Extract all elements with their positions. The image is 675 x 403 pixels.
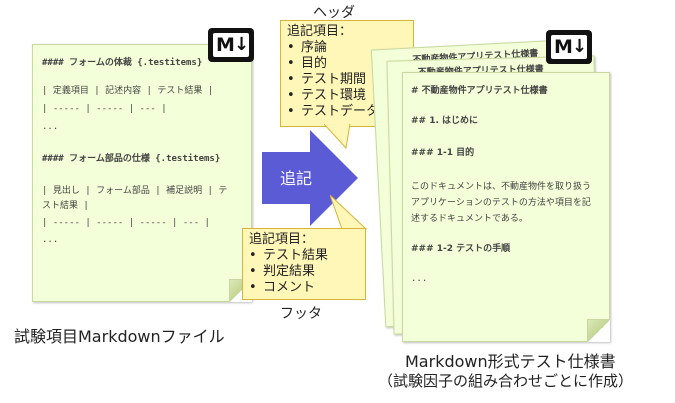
table2-header: | 見出し | フォーム部品 | 補足説明 | テ [42,186,228,196]
table2-separator: | ----- | ----- | ----- | --- | [42,218,210,228]
table1-separator: | ----- | ----- | --- | [42,104,167,114]
header-callout-title: 追記項目： [287,24,353,39]
page-fold [587,319,610,342]
subsection-steps: ### 1-2 テストの手順 [411,244,511,254]
footer-callout-title: 追記項目： [249,232,315,247]
heading-form-style: #### フォームの体裁 {.testitems} [42,58,203,68]
ellipsis: ... [42,122,59,132]
header-callout: 追記項目： 序論 目的 テスト期間 テスト環境 テストデータなど [280,20,414,127]
ellipsis: ... [42,235,59,245]
paragraph-line: 述するドキュメントである。 [411,214,528,224]
table1-header: | 定義項目 | 記述内容 | テスト結果 | [42,86,214,96]
doc-title: # 不動産物件アプリテスト仕様書 [411,86,548,96]
list-item: テスト結果 [245,248,365,264]
spec-document-front: # 不動産物件アプリテスト仕様書 ## 1. はじめに ### 1-1 目的 こ… [402,72,610,342]
append-arrow-label: 追記 [280,169,313,188]
header-callout-pointer [324,124,351,150]
section-intro: ## 1. はじめに [411,116,479,126]
ellipsis: ... [411,274,428,284]
footer-callout: 追記項目： テスト結果 判定結果 コメント [242,228,366,300]
table2-header-wrap: スト結果 | [42,201,89,211]
paragraph-line: このドキュメントは、不動産物件を取り扱う [411,182,592,192]
list-item: 目的 [283,56,413,72]
list-item: 序論 [283,40,413,56]
source-markdown-document: #### フォームの体裁 {.testitems} | 定義項目 | 記述内容 … [32,44,252,302]
list-item: コメント [245,280,365,296]
spec-caption-line1: Markdown形式テスト仕様書 [405,352,616,371]
markdown-logo-icon: M↓ [546,30,592,64]
header-label: ヘッダ [313,5,355,21]
list-item: テスト環境 [283,88,413,104]
heading-form-parts: #### フォーム部品の仕様 {.testitems} [42,154,221,164]
list-item: 判定結果 [245,264,365,280]
spec-caption-line2: （試験因子の組み合わせごとに作成） [378,372,634,390]
paragraph-line: アプリケーションのテストの方法や項目を記 [411,198,591,208]
subsection-purpose: ### 1-1 目的 [411,148,475,158]
header-callout-list: 序論 目的 テスト期間 テスト環境 テストデータなど [281,40,413,120]
footer-callout-pointer [330,195,368,230]
markdown-logo-icon: M↓ [208,28,254,62]
source-caption: 試験項目Markdownファイル [14,327,225,346]
footer-callout-list: テスト結果 判定結果 コメント [243,248,365,296]
footer-label: フッタ [280,306,322,322]
list-item: テスト期間 [283,72,413,88]
